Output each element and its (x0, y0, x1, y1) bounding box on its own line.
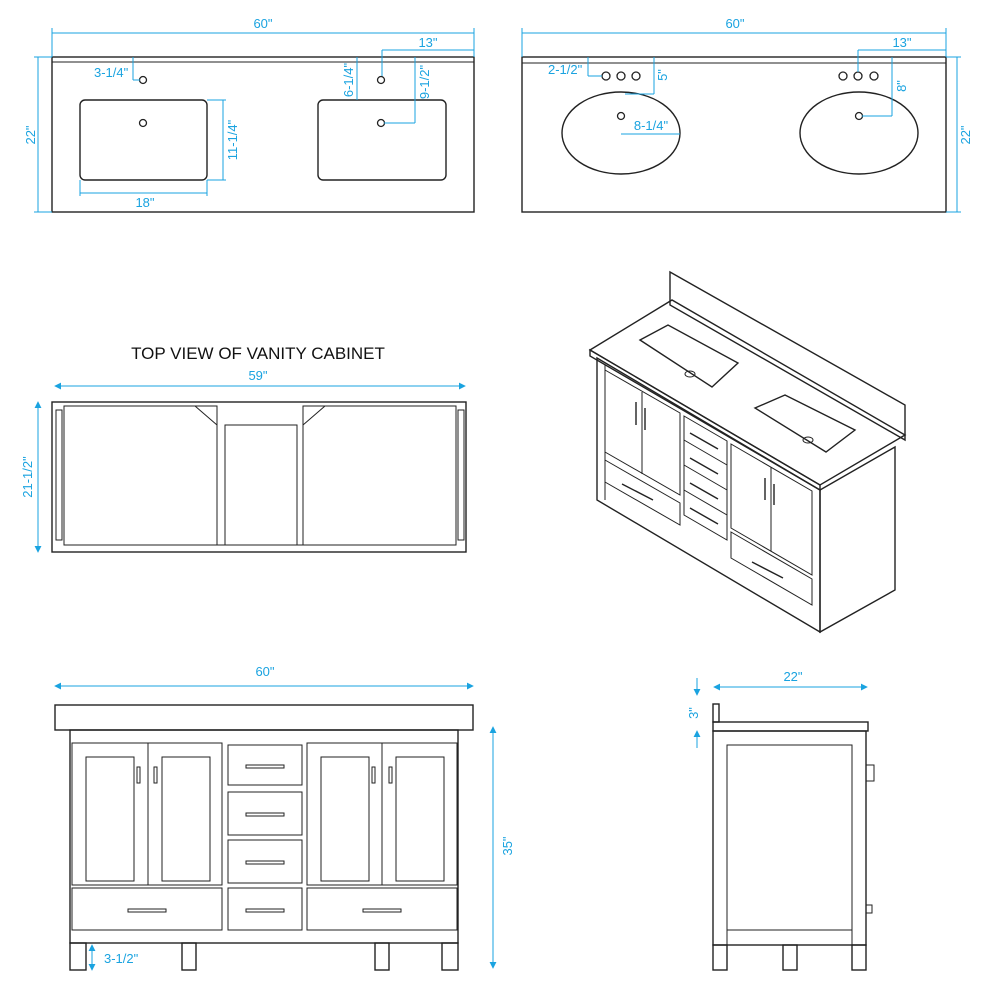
dim-width: 60" (253, 16, 272, 31)
countertop-rect-sinks-view: 60" 13" 22" 3-1/4" 6-1/4" 9-1/2" 11-1/4"… (23, 16, 475, 213)
dim-width: 60" (725, 16, 744, 31)
dim-hole-setback: 3-1/4" (94, 65, 129, 80)
oval-sink-left (561, 91, 681, 175)
front-view: 60" 35" 3-1/2" (54, 664, 515, 971)
iso-sink-right (753, 394, 857, 453)
dim-faucet-offset: 13" (418, 35, 437, 50)
dim-backsplash: 3" (686, 707, 701, 719)
dim-faucet-offset: 13" (892, 35, 911, 50)
dim-depth: 22" (783, 669, 802, 684)
side-view: 22" 3" (686, 669, 875, 971)
sink-left (79, 99, 208, 181)
cabinet-top-view: TOP VIEW OF VANITY CABINET 59" 21-1/2" (20, 344, 467, 553)
dim-sink-setback: 5" (655, 69, 670, 81)
dim-width: 60" (255, 664, 274, 679)
dim-drain-setback: 9-1/2" (417, 64, 432, 99)
dim-depth: 22" (23, 125, 38, 144)
dim-width: 59" (248, 368, 267, 383)
dim-depth: 21-1/2" (20, 456, 35, 498)
sink-right (317, 99, 447, 181)
dim-sink-depth: 11-1/4" (225, 119, 240, 160)
cabinet-top-view-title: TOP VIEW OF VANITY CABINET (131, 344, 385, 363)
faucet-hole-right (376, 75, 386, 85)
dim-depth: 22" (958, 125, 973, 144)
faucet-hole-left (138, 75, 148, 85)
isometric-view (588, 270, 907, 634)
dim-sink-width: 18" (135, 195, 154, 210)
dim-sink-setback: 6-1/4" (341, 62, 356, 97)
dim-hole-setback: 2-1/2" (548, 62, 583, 77)
dim-height: 35" (500, 836, 515, 855)
oval-sink-right (799, 91, 919, 175)
dim-drain-setback: 8" (894, 80, 909, 92)
dim-leg-height: 3-1/2" (104, 951, 139, 966)
iso-sink-left (638, 324, 740, 388)
countertop-oval-sinks-view: 60" 13" 22" 2-1/2" 5" 8-1/4" 8" (521, 16, 973, 213)
dim-drain-radius: 8-1/4" (634, 118, 669, 133)
